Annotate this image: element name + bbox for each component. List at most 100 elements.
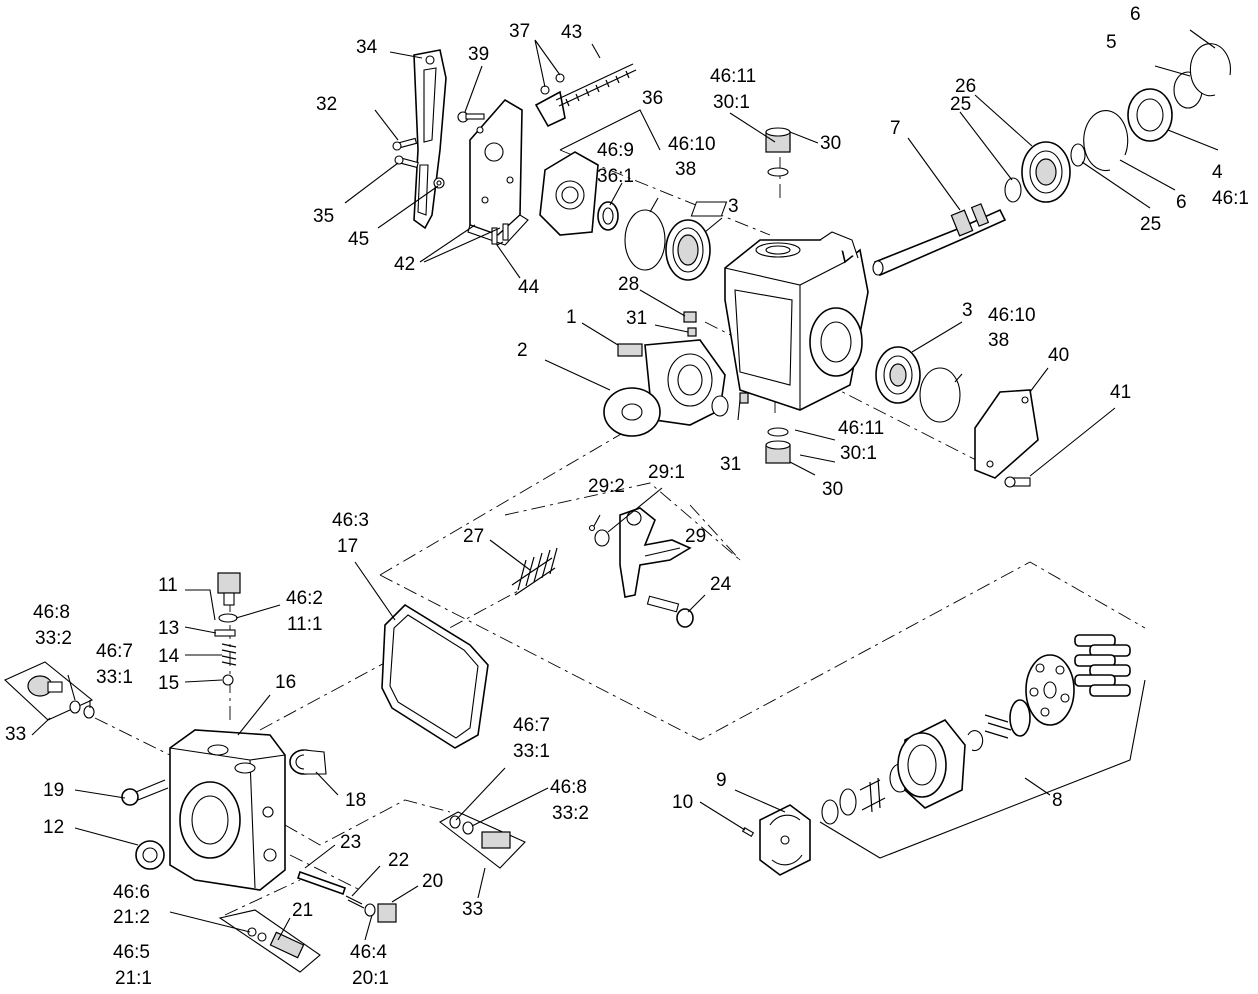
label-46-5: 46:5 [113,942,150,963]
part-6-ring-a [1083,110,1129,172]
label-36: 36 [642,88,663,109]
label-1: 1 [566,307,577,328]
part-30-fitting-bottom [765,427,791,464]
part-15-ball [222,674,234,686]
part-4-seal [1127,88,1173,142]
label-32: 32 [316,94,337,115]
label-3-lower: 3 [962,300,973,321]
label-40: 40 [1048,345,1069,366]
label-12: 12 [43,817,64,838]
label-33-left: 33 [5,724,26,745]
part-38-oring-upper [624,209,666,271]
label-33-2-left: 33:2 [35,628,72,649]
label-25-left: 25 [950,94,971,115]
label-38-lower: 38 [988,330,1009,351]
label-21-1: 21:1 [115,968,152,989]
label-38-upper: 38 [675,159,696,180]
label-30-1-top: 30:1 [713,92,750,113]
part-29-arm [619,507,692,598]
pistons [1074,634,1131,697]
label-6-right: 6 [1176,192,1187,213]
label-29-2: 29:2 [588,476,625,497]
label-6-top: 6 [1130,4,1141,25]
part-40-cover [974,389,1039,479]
label-30-bottom: 30 [822,479,843,500]
part-16-block [169,729,286,891]
label-46-8-right: 46:8 [550,777,587,798]
label-16: 16 [275,672,296,693]
label-46-10-upper: 46:10 [668,134,716,155]
label-7: 7 [890,118,901,139]
part-43-rod [534,63,637,128]
label-45: 45 [348,229,369,250]
part-29-1-washer [594,529,610,547]
label-3-upper: 3 [728,196,739,217]
label-43: 43 [561,22,582,43]
part-1-swashplate [617,339,729,426]
label-23: 23 [340,832,361,853]
label-46-10-lower: 46:10 [988,305,1036,326]
part-11-1-ring [218,613,238,623]
label-21-2: 21:2 [113,907,150,928]
part-2-washer [603,387,661,437]
label-29-1: 29:1 [648,462,685,483]
label-46-7-left: 46:7 [96,641,133,662]
label-9: 9 [716,770,727,791]
part-housing [724,231,869,411]
part-3-bearing-upper [665,219,711,281]
part-32-screw [392,137,418,151]
part-35-screw [394,155,419,169]
label-20: 20 [422,871,443,892]
label-5: 5 [1106,32,1117,53]
label-28: 28 [618,274,639,295]
part-19-screw [121,779,169,806]
part-6-ring-b [1189,43,1231,97]
part-25-snapring-a [1004,177,1022,203]
part-33-valve-right [439,811,526,869]
leader-lines [31,29,1219,941]
part-25-snapring-b [1070,143,1086,167]
label-8: 8 [1052,790,1063,811]
part-20-plug [364,903,397,923]
part-41-screw [1004,476,1031,488]
label-26: 26 [955,76,976,97]
part-labels: 1 2 3 3 4 46:1 5 6 6 7 8 9 10 11 12 13 1… [5,4,1249,989]
label-19: 19 [43,780,64,801]
part-18-bushing [289,749,327,775]
label-30-top: 30 [820,133,841,154]
part-33-valve-left [4,661,95,721]
label-11-1: 11:1 [287,614,323,635]
label-2: 2 [517,340,528,361]
label-31-lower: 31 [720,454,741,475]
part-45-nut [433,177,445,189]
label-46-11-bottom: 46:11 [838,418,884,439]
label-37: 37 [509,21,530,42]
part-9-plate [759,804,811,876]
part-39-screw [457,111,485,123]
part-11-cap [217,572,241,606]
label-27: 27 [463,526,484,547]
label-46-4: 46:4 [350,942,387,963]
part-37-nuts [540,73,565,95]
label-10: 10 [672,792,693,813]
part-36-plate [539,151,599,236]
part-42-bracket [467,98,529,246]
part-26-bearing [1021,141,1071,203]
label-22: 22 [388,850,409,871]
label-46-8-left: 46:8 [33,602,70,623]
label-17: 17 [337,536,358,557]
label-42: 42 [394,254,415,275]
label-24: 24 [710,574,732,595]
parts [4,43,1231,973]
part-8-rotating-group [821,634,1131,825]
label-41: 41 [1110,382,1131,403]
part-17-gasket [381,603,489,749]
label-4: 4 [1212,162,1223,183]
label-33-1-right: 33:1 [513,741,550,762]
part-27-spring [511,547,558,596]
label-46-7-right: 46:7 [513,715,550,736]
label-20-1: 20:1 [352,968,389,989]
label-44: 44 [518,277,540,298]
part-36-1-seal [597,201,619,231]
